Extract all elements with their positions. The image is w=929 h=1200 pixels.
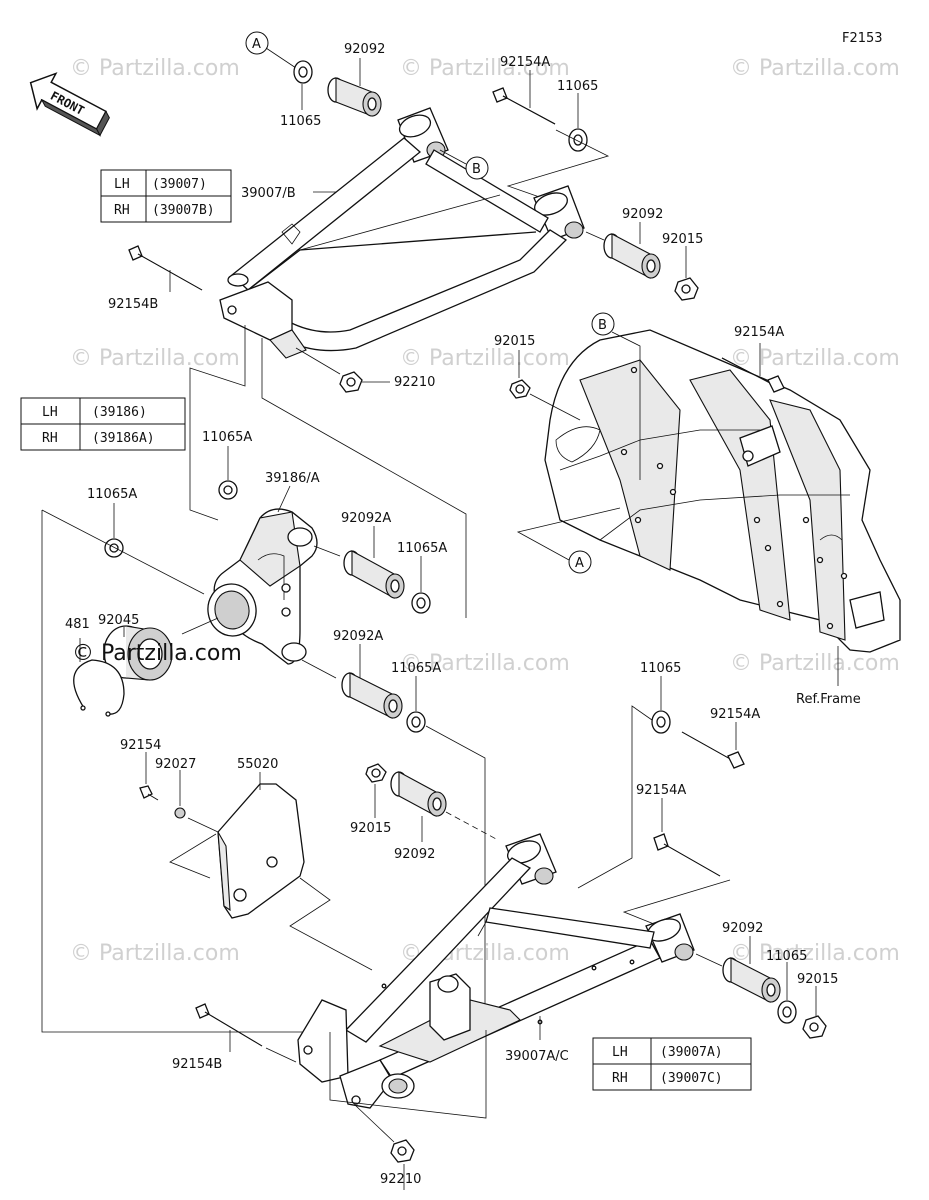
table-upper-lh: LH bbox=[114, 177, 130, 192]
callout-a-frame-label: A bbox=[575, 556, 584, 571]
watermark: © Partzilla.com bbox=[70, 941, 240, 966]
label-92027: 92027 bbox=[155, 757, 196, 772]
table-upper-arm: LH (39007) RH (39007B) bbox=[100, 169, 232, 223]
callout-b-frame-label: B bbox=[598, 318, 607, 333]
label-92154B-top: 92154B bbox=[108, 297, 158, 312]
bolt-92154A-low2 bbox=[653, 833, 721, 877]
label-92092-low: 92092 bbox=[394, 847, 435, 862]
watermark: © Partzilla.com bbox=[730, 56, 900, 81]
label-11065-top: 11065 bbox=[280, 114, 321, 129]
bushing-92092-right bbox=[603, 233, 661, 279]
table-knuckle-lh: LH bbox=[42, 405, 58, 420]
label-39007B: 39007/B bbox=[241, 186, 296, 201]
label-11065-low: 11065 bbox=[640, 661, 681, 676]
label-39186: 39186/A bbox=[265, 471, 320, 486]
guard-55020 bbox=[217, 783, 305, 919]
label-92015-mid: 92015 bbox=[494, 334, 535, 349]
label-92154B-low: 92154B bbox=[172, 1057, 222, 1072]
nut-92210-top bbox=[339, 371, 363, 393]
bolt-92154A-top bbox=[492, 87, 556, 125]
label-11065-low-right: 11065 bbox=[766, 949, 807, 964]
label-92015-low: 92015 bbox=[350, 821, 391, 836]
label-92210-low: 92210 bbox=[380, 1172, 421, 1187]
callout-a-frame bbox=[568, 550, 592, 574]
nut-92015-low-right bbox=[802, 1015, 827, 1039]
label-39007AC: 39007A/C bbox=[505, 1049, 569, 1064]
table-upper-rh-part: (39007B) bbox=[152, 203, 215, 218]
label-92092A-a: 92092A bbox=[341, 511, 391, 526]
table-upper-rh: RH bbox=[114, 203, 130, 218]
bolt-92154A-low bbox=[681, 731, 745, 769]
label-11065A-c: 11065A bbox=[397, 541, 447, 556]
bolt-92154 bbox=[139, 785, 159, 801]
table-knuckle: LH (39186) RH (39186A) bbox=[20, 397, 186, 451]
bushing-92092-top bbox=[327, 77, 382, 117]
bolt-92154B-top bbox=[128, 245, 203, 291]
label-55020: 55020 bbox=[237, 757, 278, 772]
label-92092-low-right: 92092 bbox=[722, 921, 763, 936]
table-knuckle-rh: RH bbox=[42, 431, 58, 446]
bushing-92092A-b bbox=[341, 672, 403, 719]
upper-a-arm-39007 bbox=[219, 107, 585, 359]
bolt-92154A-mid bbox=[721, 357, 785, 393]
table-lower-lh-part: (39007A) bbox=[660, 1045, 723, 1060]
label-92092-right: 92092 bbox=[622, 207, 663, 222]
watermark: © Partzilla.com bbox=[70, 346, 240, 371]
label-92154A-low2: 92154A bbox=[636, 783, 686, 798]
nut-92210-low bbox=[390, 1139, 415, 1163]
table-lower-arm: LH (39007A) RH (39007C) bbox=[592, 1037, 752, 1091]
watermark: © Partzilla.com bbox=[730, 346, 900, 371]
callout-a-top bbox=[245, 31, 269, 55]
watermark: © Partzilla.com bbox=[730, 941, 900, 966]
circlip-481 bbox=[73, 659, 125, 717]
figure-code: F2153 bbox=[842, 31, 883, 46]
table-lower-lh: LH bbox=[612, 1045, 628, 1060]
watermark: © Partzilla.com bbox=[400, 651, 570, 676]
callout-b-top bbox=[465, 156, 489, 180]
label-92154: 92154 bbox=[120, 738, 161, 753]
callout-b-frame bbox=[591, 312, 615, 336]
table-upper-lh-part: (39007) bbox=[152, 177, 207, 192]
label-92015-right: 92015 bbox=[662, 232, 703, 247]
nut-92015-right bbox=[674, 277, 699, 301]
label-92154A-low: 92154A bbox=[710, 707, 760, 722]
bushing-92092A-a bbox=[343, 550, 405, 599]
watermark-main: © Partzilla.com bbox=[72, 641, 242, 666]
knuckle-39186 bbox=[207, 508, 318, 665]
watermark: © Partzilla.com bbox=[70, 56, 240, 81]
bushing-92092-low bbox=[390, 771, 447, 817]
label-11065-top-right: 11065 bbox=[557, 79, 598, 94]
watermark: © Partzilla.com bbox=[400, 56, 570, 81]
label-92210-top: 92210 bbox=[394, 375, 435, 390]
label-92154A-top: 92154A bbox=[500, 55, 550, 70]
watermark: © Partzilla.com bbox=[730, 651, 900, 676]
nut-92015-mid bbox=[509, 379, 531, 399]
label-92092A-b: 92092A bbox=[333, 629, 383, 644]
upper-arm-group: A 11065 92092 92154A 11065 bbox=[100, 31, 703, 618]
bushing-92092-low-right bbox=[722, 957, 781, 1003]
label-481: 481 bbox=[65, 617, 90, 632]
table-knuckle-lh-part: (39186) bbox=[92, 405, 147, 420]
callout-a-label: A bbox=[252, 37, 261, 52]
nut-92015-low bbox=[365, 763, 387, 783]
label-92045: 92045 bbox=[98, 613, 139, 628]
lower-a-arm-39007A bbox=[297, 833, 695, 1109]
watermark: © Partzilla.com bbox=[400, 346, 570, 371]
label-92015-low-right: 92015 bbox=[797, 972, 838, 987]
ref-frame-label: Ref.Frame bbox=[796, 692, 861, 707]
frame-ref bbox=[544, 329, 901, 653]
label-11065A-b: 11065A bbox=[87, 487, 137, 502]
label-92154A-mid: 92154A bbox=[734, 325, 784, 340]
label-92092-top: 92092 bbox=[344, 42, 385, 57]
table-knuckle-rh-part: (39186A) bbox=[92, 431, 155, 446]
table-lower-rh: RH bbox=[612, 1071, 628, 1086]
table-lower-rh-part: (39007C) bbox=[660, 1071, 723, 1086]
callout-b-label: B bbox=[472, 162, 481, 177]
label-11065A-a: 11065A bbox=[202, 430, 252, 445]
bearing-92045 bbox=[103, 625, 173, 681]
label-11065A-d: 11065A bbox=[391, 661, 441, 676]
washer-92027 bbox=[174, 807, 186, 819]
bolt-92154B-low bbox=[195, 1003, 263, 1047]
